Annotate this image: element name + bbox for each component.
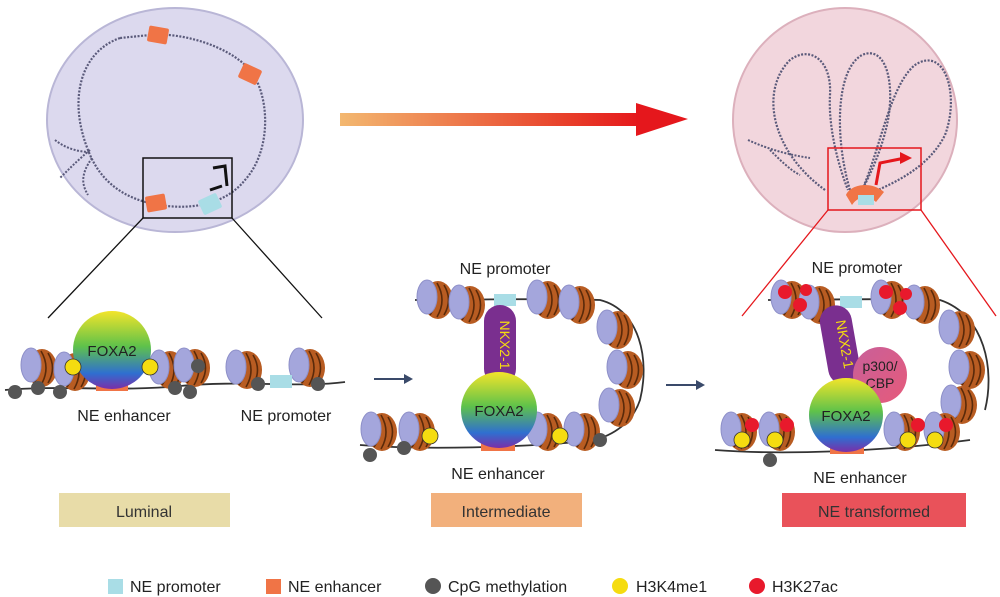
ne-promoter-label: NE promoter <box>460 261 551 278</box>
step-arrow <box>374 374 413 384</box>
zoom-line <box>231 217 323 319</box>
legend: NE promoter NE enhancer CpG methylation … <box>108 578 838 596</box>
gene-arrow-inactive <box>209 164 229 192</box>
promoter-marker <box>840 296 862 308</box>
p300-label: p300/ <box>862 358 897 374</box>
promoter-marker <box>494 294 516 306</box>
svg-text:Intermediate: Intermediate <box>462 504 551 521</box>
stage-label-intermediate: Intermediate <box>431 493 582 527</box>
zoom-line <box>741 209 829 317</box>
foxa2-protein <box>809 378 883 452</box>
panel-luminal: FOXA2 NE enhancer NE promoter <box>4 311 346 425</box>
promoter-marker <box>270 375 292 388</box>
nucleus-membrane <box>732 7 958 233</box>
nkx21-protein <box>484 305 516 385</box>
zoom-line <box>920 209 997 317</box>
foxa2-label: FOXA2 <box>87 343 136 360</box>
transition-arrow <box>340 103 688 136</box>
gene-arrow-active <box>874 156 906 186</box>
promoter-marker <box>858 195 874 205</box>
legend-ne-promoter-swatch <box>108 579 123 594</box>
legend-ne-enhancer: NE enhancer <box>288 579 382 596</box>
svg-text:NE transformed: NE transformed <box>818 504 930 521</box>
panel-intermediate: NE promoter NKX2-1 FOXA2 NE enhancer <box>359 261 645 483</box>
ne-enhancer-label: NE enhancer <box>813 470 907 487</box>
legend-h3k27ac-swatch <box>749 578 765 594</box>
nucleus-membrane <box>46 7 304 233</box>
panel-ne-transformed: NE promoter NKX2-1 p300/ CBP FOXA2 <box>714 260 990 487</box>
enhancer-marker <box>145 193 167 213</box>
stage-label-luminal: Luminal <box>59 493 230 527</box>
enhancer-cluster <box>846 184 884 205</box>
stage-label-ne-transformed: NE transformed <box>782 493 966 527</box>
zoom-box <box>827 147 922 211</box>
legend-cpg-methylation: CpG methylation <box>448 579 567 596</box>
zoom-box <box>142 157 233 219</box>
zoom-line <box>47 217 144 319</box>
legend-h3k4me1: H3K4me1 <box>636 579 707 596</box>
chromatin-loop <box>77 33 267 208</box>
foxa2-label: FOXA2 <box>474 403 523 420</box>
legend-ne-promoter: NE promoter <box>130 579 221 596</box>
legend-cpg-swatch <box>425 578 441 594</box>
legend-h3k27ac: H3K27ac <box>772 579 838 596</box>
foxa2-protein <box>73 311 151 389</box>
enhancer-marker <box>147 25 169 45</box>
ne-enhancer-label: NE enhancer <box>77 408 171 425</box>
ne-promoter-label: NE promoter <box>812 260 903 277</box>
nkx21-label: NKX2-1 <box>497 320 513 369</box>
legend-h3k4me1-swatch <box>612 578 628 594</box>
svg-text:Luminal: Luminal <box>116 504 172 521</box>
nucleus-ne <box>732 7 958 233</box>
nkx21-protein <box>819 305 861 385</box>
promoter-marker <box>198 193 222 215</box>
step-arrow <box>666 380 705 390</box>
enhancer-marker <box>238 63 262 85</box>
nucleus-luminal <box>46 7 304 233</box>
ne-enhancer-label: NE enhancer <box>451 466 545 483</box>
ne-promoter-label: NE promoter <box>241 408 332 425</box>
foxa2-protein <box>461 372 537 448</box>
cbp-label: CBP <box>866 375 895 391</box>
foxa2-label: FOXA2 <box>821 408 870 425</box>
legend-ne-enhancer-swatch <box>266 579 281 594</box>
